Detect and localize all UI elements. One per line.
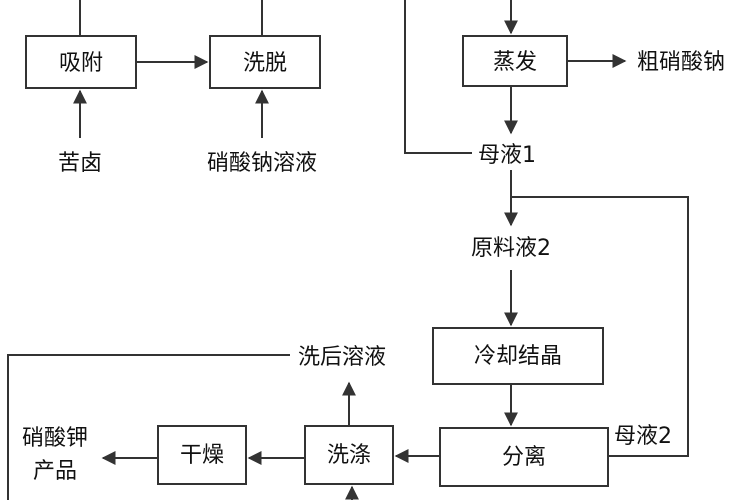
bittern-label: 苦卤: [58, 151, 102, 176]
crude-sodium-nitrate-label: 粗硝酸钠: [637, 50, 725, 75]
potassium-nitrate-product-label-line1: 硝酸钾: [22, 426, 88, 451]
mother-liquor-2-return-line: [511, 196, 689, 457]
mother-liquor-2-label: 母液2: [614, 424, 672, 449]
drying-label: 干燥: [180, 443, 224, 468]
feed-liquid-2-label: 原料液2: [471, 236, 551, 261]
washing-box: [304, 425, 394, 485]
post-wash-solution-label: 洗后溶液: [298, 345, 386, 370]
sodium-nitrate-solution-label: 硝酸钠溶液: [207, 151, 317, 176]
washing-label: 洗涤: [327, 443, 371, 468]
post-wash-solution-line: [7, 354, 290, 500]
separation-box: [439, 427, 609, 487]
adsorption-label: 吸附: [59, 51, 103, 76]
potassium-nitrate-product-label-line2: 产品: [33, 459, 77, 484]
drying-box: [157, 425, 247, 485]
elution-label: 洗脱: [243, 51, 287, 76]
cooling-crystallization-label: 冷却结晶: [474, 344, 562, 369]
loop-line-left: [404, 0, 472, 154]
evaporation-label: 蒸发: [493, 50, 537, 75]
mother-liquor-1-label: 母液1: [478, 143, 536, 168]
separation-label: 分离: [502, 445, 546, 470]
evaporation-box: [462, 35, 568, 87]
cooling-crystallization-box: [432, 327, 604, 385]
adsorption-box: [25, 35, 137, 89]
elution-box: [209, 35, 321, 89]
